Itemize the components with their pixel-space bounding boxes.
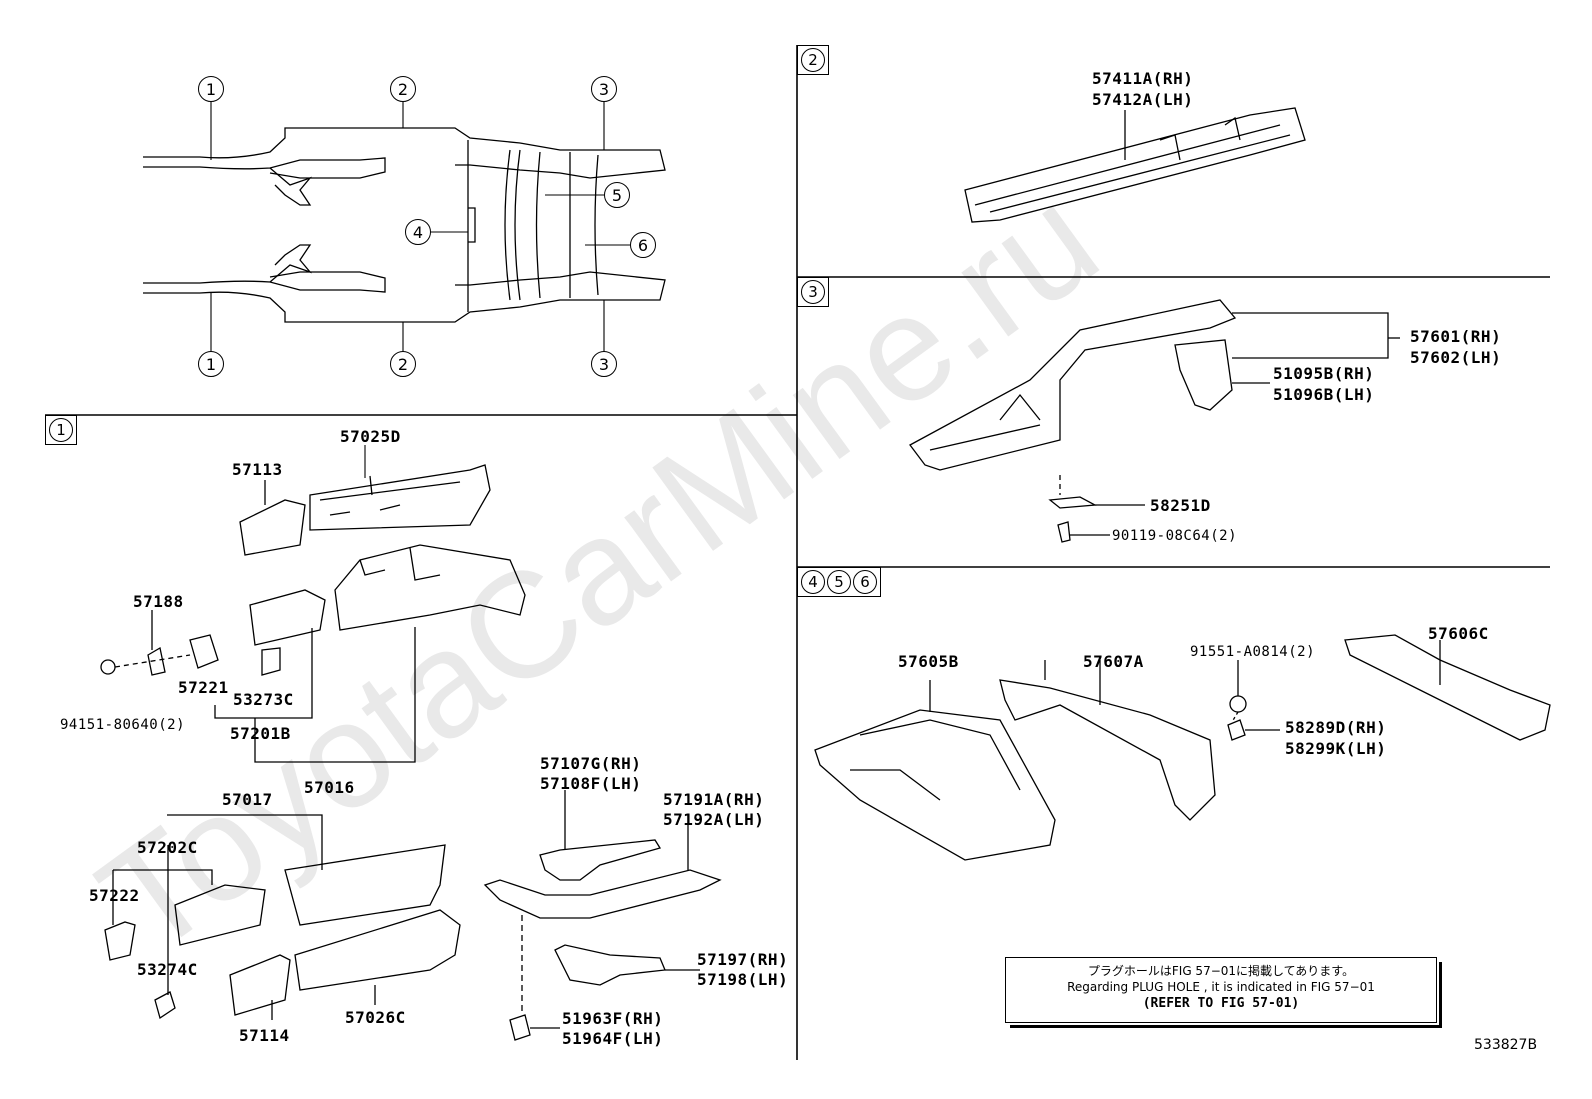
part-51096B[interactable]: 51096B(LH) — [1273, 385, 1375, 404]
part-57602[interactable]: 57602(LH) — [1410, 348, 1502, 367]
section-tag-456: 4 5 6 — [797, 567, 881, 597]
section-tag-3-num: 3 — [801, 280, 825, 304]
part-57114[interactable]: 57114 — [239, 1026, 290, 1045]
overview-leaders — [210, 102, 630, 352]
figure-id: 533827B — [1474, 1037, 1538, 1053]
overview-callout-1-top: 1 — [198, 76, 224, 102]
section-tag-6-num: 6 — [853, 570, 877, 594]
part-57188[interactable]: 57188 — [133, 592, 184, 611]
part-57026C[interactable]: 57026C — [345, 1008, 406, 1027]
part-57221[interactable]: 57221 — [178, 678, 229, 697]
note-line-ja: プラグホールはFIG 57−01に掲載してあります。 — [1087, 964, 1355, 978]
section-tag-5-num: 5 — [827, 570, 851, 594]
part-94151-80640[interactable]: 94151-80640(2) — [60, 717, 186, 733]
part-57411A[interactable]: 57411A(RH) — [1092, 69, 1194, 88]
overview-callout-2-bottom: 2 — [390, 351, 416, 377]
overview-callout-5: 5 — [604, 182, 630, 208]
overview-callout-3-top: 3 — [591, 76, 617, 102]
part-57016[interactable]: 57016 — [304, 778, 355, 797]
part-51964F[interactable]: 51964F(LH) — [562, 1029, 664, 1048]
note-refer-link[interactable]: (REFER TO FIG 57-01) — [1142, 996, 1300, 1011]
section-tag-1: 1 — [45, 415, 77, 445]
part-57605B[interactable]: 57605B — [898, 652, 959, 671]
part-58299K[interactable]: 58299K(LH) — [1285, 739, 1387, 758]
plug-hole-note: プラグホールはFIG 57−01に掲載してあります。 Regarding PLU… — [1005, 957, 1442, 1028]
part-57108F[interactable]: 57108F(LH) — [540, 774, 642, 793]
part-57606C[interactable]: 57606C — [1428, 624, 1489, 643]
section-tag-3: 3 — [797, 277, 829, 307]
section1-parts — [100, 464, 722, 1041]
part-57197[interactable]: 57197(RH) — [697, 950, 789, 969]
part-57412A[interactable]: 57412A(LH) — [1092, 90, 1194, 109]
note-line-en: Regarding PLUG HOLE , it is indicated in… — [1067, 980, 1375, 994]
part-57107G[interactable]: 57107G(RH) — [540, 754, 642, 773]
part-57191A[interactable]: 57191A(RH) — [663, 790, 765, 809]
part-53273C[interactable]: 53273C — [233, 690, 294, 709]
part-51095B[interactable]: 51095B(RH) — [1273, 364, 1375, 383]
overview-callout-1-bottom: 1 — [198, 351, 224, 377]
section-tag-1-num: 1 — [49, 418, 73, 442]
part-57025D[interactable]: 57025D — [340, 427, 401, 446]
section3-parts — [909, 299, 1400, 543]
overview-callout-6: 6 — [630, 232, 656, 258]
part-57198[interactable]: 57198(LH) — [697, 970, 789, 989]
part-57601[interactable]: 57601(RH) — [1410, 327, 1502, 346]
part-57017[interactable]: 57017 — [222, 790, 273, 809]
part-58251D[interactable]: 58251D — [1150, 496, 1211, 515]
part-57202C[interactable]: 57202C — [137, 838, 198, 857]
overview-callout-3-bottom: 3 — [591, 351, 617, 377]
part-58289D[interactable]: 58289D(RH) — [1285, 718, 1387, 737]
part-91551-A0814[interactable]: 91551-A0814(2) — [1190, 644, 1316, 660]
part-57192A[interactable]: 57192A(LH) — [663, 810, 765, 829]
part-57113[interactable]: 57113 — [232, 460, 283, 479]
part-90119-08C64[interactable]: 90119-08C64(2) — [1112, 528, 1238, 544]
overview-callout-4: 4 — [405, 219, 431, 245]
part-57222[interactable]: 57222 — [89, 886, 140, 905]
overview-callout-2-top: 2 — [390, 76, 416, 102]
section-tag-2-num: 2 — [801, 48, 825, 72]
section-tag-2: 2 — [797, 45, 829, 75]
section456-parts — [814, 634, 1551, 861]
part-57607A[interactable]: 57607A — [1083, 652, 1144, 671]
section-tag-4-num: 4 — [801, 570, 825, 594]
part-51963F[interactable]: 51963F(RH) — [562, 1009, 664, 1028]
section2-parts — [964, 107, 1306, 223]
chassis-overview — [143, 127, 666, 323]
section-dividers — [45, 45, 1550, 1060]
part-57201B[interactable]: 57201B — [230, 724, 291, 743]
part-53274C[interactable]: 53274C — [137, 960, 198, 979]
